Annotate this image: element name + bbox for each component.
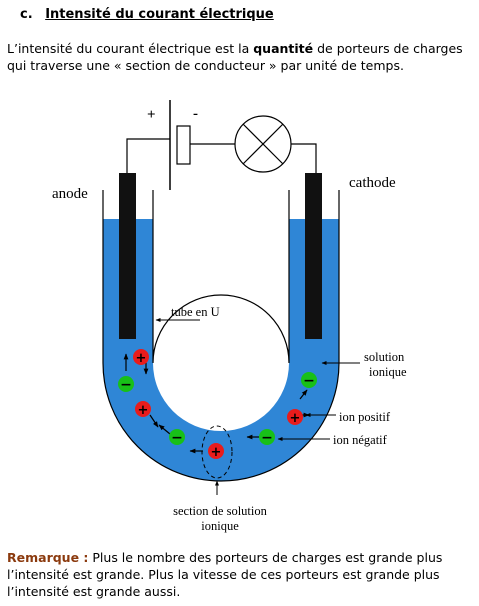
positive-ion: + (287, 409, 303, 426)
positive-ion-sign: + (211, 445, 222, 460)
solution-label-line1: solution (364, 350, 405, 364)
positive-ion-sign: + (138, 403, 149, 418)
negative-ion: − (259, 429, 275, 446)
positive-ion: + (133, 349, 149, 366)
section-label-line2: ionique (201, 519, 239, 533)
anode-label: anode (52, 186, 88, 202)
solution-section-outline (201, 425, 233, 479)
label-leader-arrows (155, 318, 360, 495)
solution-label-line2: ionique (369, 365, 407, 379)
negative-ion: − (169, 429, 185, 446)
remark-text: Plus le nombre des porteurs de charges e… (7, 550, 443, 599)
battery-minus-label: - (193, 106, 198, 122)
u-tube-wall (102, 190, 340, 482)
section-number: c. (20, 7, 33, 22)
negative-ion-sign: − (261, 430, 273, 446)
intro-bold-term: quantité (253, 41, 314, 56)
negative-ion-sign: − (171, 430, 183, 446)
negative-ion: − (118, 376, 134, 393)
battery-plus-label: + (147, 107, 156, 123)
section-label-line1: section de solution (173, 504, 267, 518)
negative-ion-sign: − (303, 373, 315, 389)
positive-ion: + (208, 443, 224, 460)
positive-ion-label: ion positif (339, 410, 391, 424)
cathode-label: cathode (349, 175, 396, 191)
section-heading: c. Intensité du courant électrique (20, 7, 274, 22)
remark-paragraph: Remarque : Plus le nombre des porteurs d… (7, 549, 475, 600)
negative-ion: − (301, 372, 317, 389)
cathode-electrode (305, 173, 322, 339)
anode-electrode (119, 173, 136, 339)
positive-ion: + (135, 401, 151, 418)
tube-label: tube en U (171, 305, 220, 319)
section-title: Intensité du courant électrique (45, 7, 274, 22)
positive-ion-sign: + (136, 351, 147, 366)
intro-text-end: de porteurs de charges qui traverse une … (7, 41, 463, 73)
circuit-wires (126, 138, 317, 173)
remark-label: Remarque : (7, 550, 89, 565)
positive-ion-sign: + (290, 411, 301, 426)
negative-ion-label: ion négatif (333, 433, 388, 447)
negative-ion-sign: − (120, 377, 132, 393)
intro-paragraph: L’intensité du courant électrique est la… (7, 40, 473, 74)
intro-text-start: L’intensité du courant électrique est la (7, 41, 254, 56)
battery-symbol (169, 100, 191, 190)
ionic-solution (103, 219, 339, 481)
lamp-symbol (234, 115, 292, 173)
u-tube-electrolysis-diagram: + - + − + − + (52, 100, 407, 533)
